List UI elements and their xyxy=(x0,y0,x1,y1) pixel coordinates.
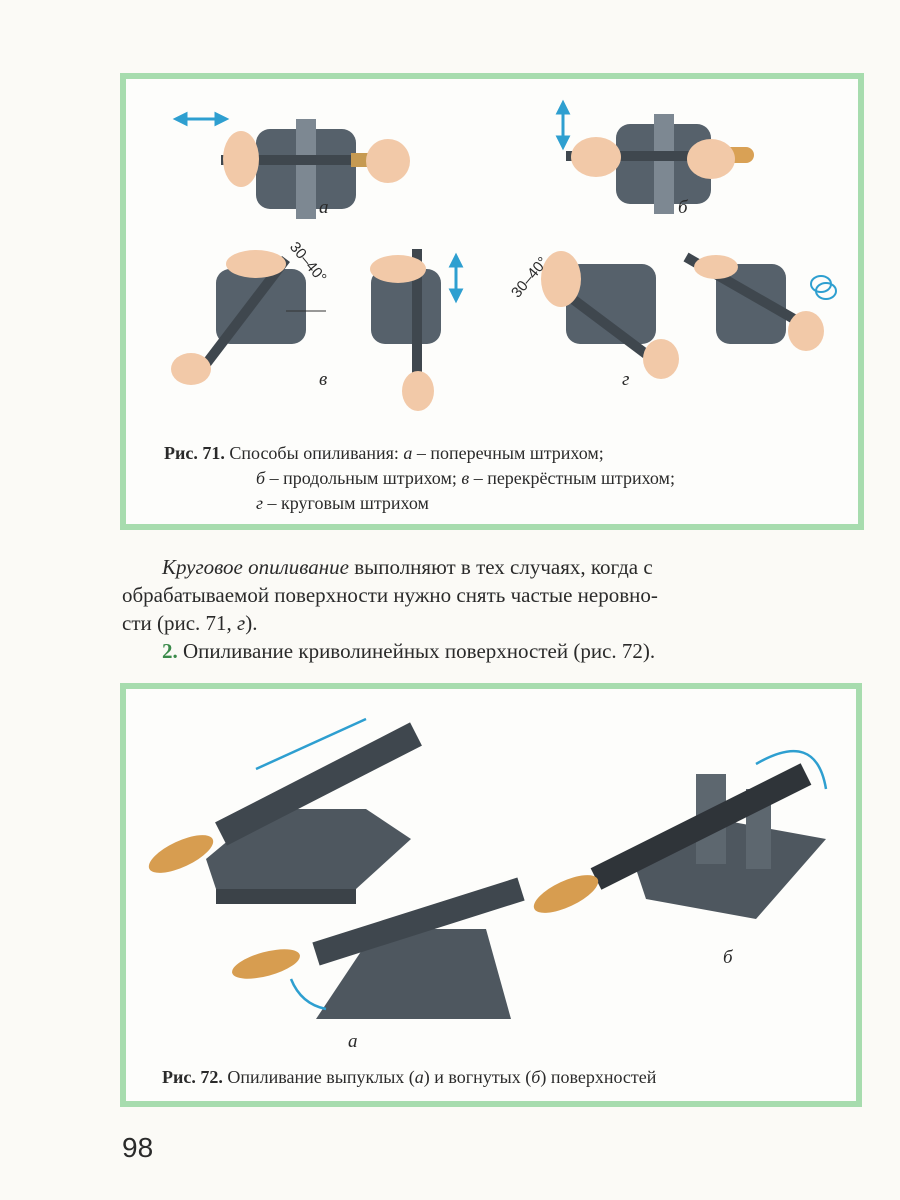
caption-text: – круговым штрихом xyxy=(263,493,429,513)
convex-part-top xyxy=(148,717,422,904)
label-b: б xyxy=(678,197,688,218)
workpiece-g xyxy=(541,251,837,379)
caption-text: Способы опиливания: xyxy=(229,443,404,463)
circular-arrow-icon xyxy=(810,275,837,300)
section-heading-2: 2. Опиливание криволинейных поверхностей… xyxy=(122,637,900,665)
body-text: ). xyxy=(245,611,258,635)
body-ref: г xyxy=(237,611,246,635)
caption-text: ) и вогнутых ( xyxy=(423,1067,532,1087)
section-title: Опиливание криволинейных поверхностей (р… xyxy=(177,639,656,663)
concave-part xyxy=(533,749,828,919)
arrow-icon xyxy=(172,99,571,304)
figure-72: а б Рис. 72. Опиливание выпуклых (а) и в… xyxy=(120,683,862,1107)
caption-text: – поперечным штрихом; xyxy=(412,443,604,463)
workpiece-b xyxy=(566,114,754,214)
caption-text: – перекрёстным штрихом; xyxy=(469,468,675,488)
figure-71: а б в г 30–40° 30–40° Рис. 71. Способы о… xyxy=(120,73,864,530)
label-b: б xyxy=(723,947,733,968)
caption-number: Рис. 71. xyxy=(164,443,225,463)
label-v: в xyxy=(319,369,328,390)
figure-72-illustration xyxy=(148,717,828,1019)
figure-71-illustration xyxy=(171,99,837,411)
body-paragraph-1: Круговое опиливание выполняют в тех случ… xyxy=(122,553,862,637)
workpiece-a xyxy=(221,119,410,219)
label-a: а xyxy=(348,1031,358,1052)
caption-letter: г xyxy=(256,493,264,513)
label-a: а xyxy=(319,197,329,218)
caption-letter: в xyxy=(461,468,470,488)
body-text: обрабатываемой поверхности нужно снять ч… xyxy=(122,583,658,607)
body-text: сти (рис. 71, xyxy=(122,611,238,635)
figure-71-caption: Рис. 71. Способы опиливания: а – попереч… xyxy=(164,441,675,516)
caption-letter: б xyxy=(531,1067,541,1087)
label-g: г xyxy=(622,369,630,390)
body-text: выполняют в тех случаях, когда с xyxy=(348,555,653,579)
caption-text: ) поверхностей xyxy=(540,1067,657,1087)
page-number: 98 xyxy=(122,1132,154,1163)
caption-text: Опиливание выпуклых ( xyxy=(222,1067,415,1087)
caption-text: – продольным штрихом; xyxy=(265,468,462,488)
convex-part-bottom xyxy=(232,877,525,1019)
section-number: 2. xyxy=(162,639,178,663)
body-emphasis: Круговое опиливание xyxy=(162,555,349,579)
figure-72-caption: Рис. 72. Опиливание выпуклых (а) и вогну… xyxy=(162,1065,656,1090)
caption-letter: б xyxy=(256,468,266,488)
workpiece-v xyxy=(171,249,441,411)
caption-letter: а xyxy=(403,443,413,463)
caption-letter: а xyxy=(414,1067,424,1087)
caption-number: Рис. 72. xyxy=(162,1067,223,1087)
